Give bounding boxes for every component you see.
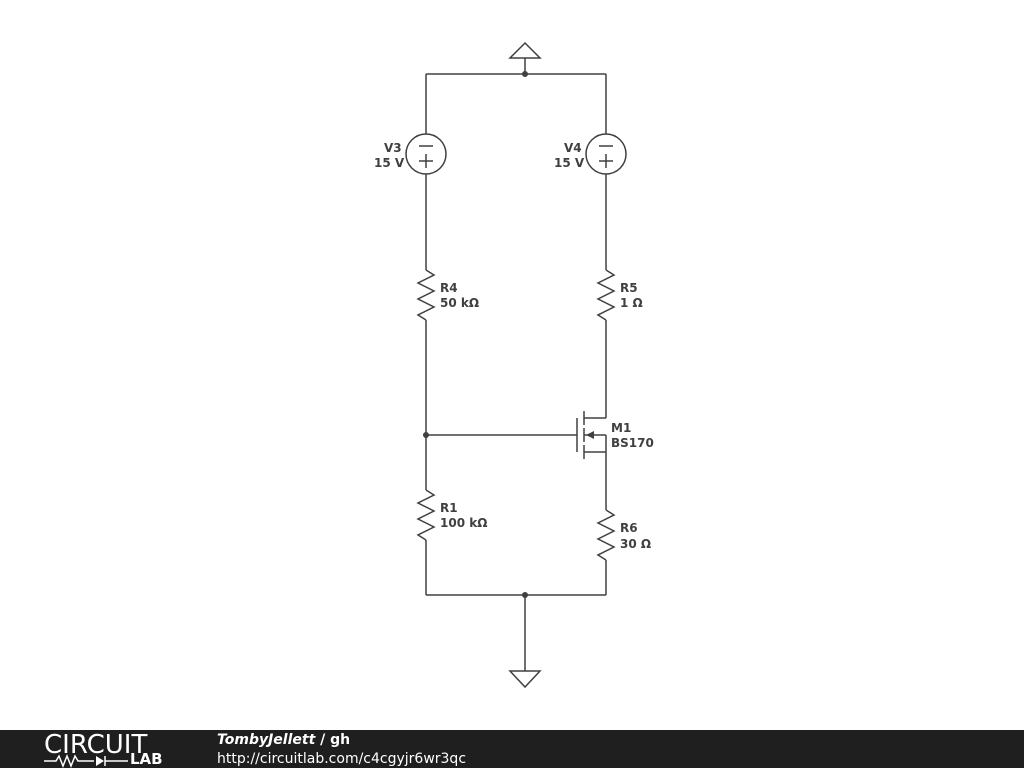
m1-value-label: BS170 — [611, 436, 654, 450]
supply-symbol — [508, 41, 542, 74]
circuitlab-logo-lab: LAB — [130, 750, 163, 768]
v4-value-label: 15 V — [554, 156, 585, 170]
resistor-r4 — [416, 269, 436, 321]
r5-name-label: R5 — [620, 281, 638, 295]
ground-symbol — [508, 670, 542, 689]
r1-name-label: R1 — [440, 501, 458, 515]
v3-value-label: 15 V — [374, 156, 405, 170]
circuit-schematic: V3 15 V R4 50 kΩ R1 100 kΩ V4 15 V R5 1 … — [374, 41, 654, 689]
top-junction — [522, 71, 528, 77]
m1-name-label: M1 — [611, 421, 631, 435]
r4-value-label: 50 kΩ — [440, 296, 479, 310]
r1-value-label: 100 kΩ — [440, 516, 487, 530]
r6-name-label: R6 — [620, 521, 638, 535]
r6-value-label: 30 Ω — [620, 537, 651, 551]
project-link[interactable]: gh — [330, 732, 351, 748]
author-project-separator: / — [315, 732, 331, 748]
resistor-r1 — [416, 489, 436, 541]
resistor-r6 — [596, 509, 616, 561]
circuitlab-logo-text[interactable]: CIRCUIT — [44, 730, 148, 760]
author-project-line: TombyJellett / gh — [217, 731, 350, 749]
resistor-diode-logo-icon — [44, 754, 128, 768]
resistor-r5 — [596, 269, 616, 321]
footer-bar: CIRCUIT LAB TombyJellett / gh http://cir… — [0, 730, 1024, 768]
r5-value-label: 1 Ω — [620, 296, 643, 310]
voltage-source-v3 — [405, 133, 447, 175]
author-link[interactable]: TombyJellett — [217, 732, 316, 748]
v3-name-label: V3 — [384, 141, 402, 155]
r4-name-label: R4 — [440, 281, 458, 295]
voltage-source-v4 — [585, 133, 627, 175]
circuit-url-link[interactable]: http://circuitlab.com/c4cgyjr6wr3qc — [217, 751, 467, 767]
v4-name-label: V4 — [564, 141, 582, 155]
mosfet-m1 — [576, 411, 607, 459]
